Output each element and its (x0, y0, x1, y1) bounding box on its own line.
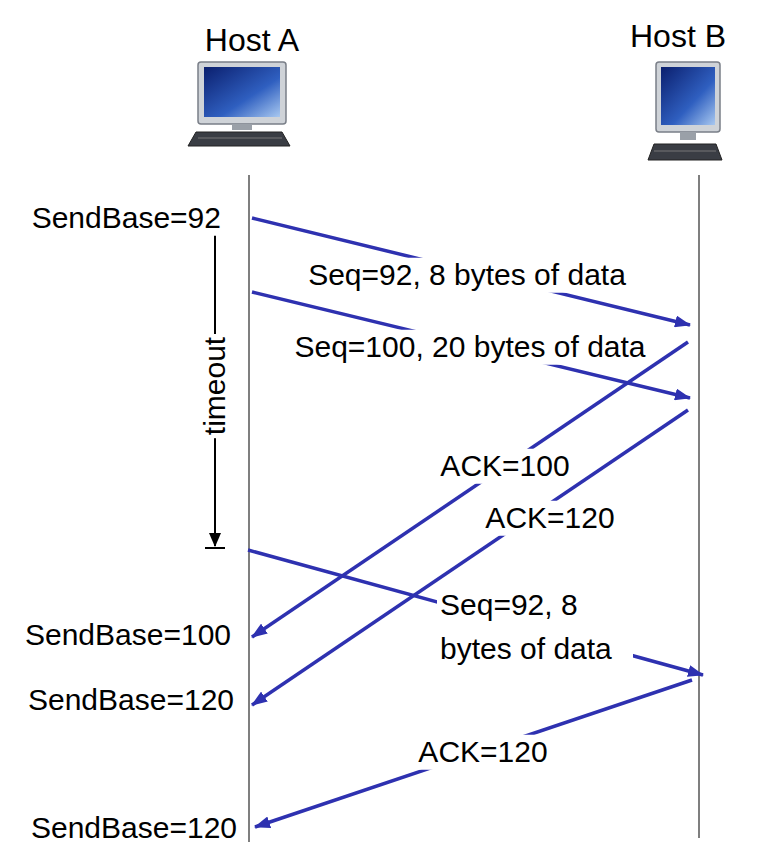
keyboard (188, 132, 290, 146)
host-label: Host B (628, 18, 728, 55)
message-label: Seq=100, 20 bytes of data (291, 330, 648, 365)
keyboard-keys (654, 151, 716, 152)
computer-icon (648, 62, 722, 160)
segment-arrow (248, 550, 703, 675)
keyboard-keys (198, 138, 282, 139)
computer-icon (188, 62, 290, 146)
host-label: Host A (203, 22, 301, 59)
timeline (248, 175, 250, 842)
monitor-screen (661, 67, 715, 125)
keyboard (648, 144, 722, 160)
message-label: Seq=92, 8 bytes of data (305, 258, 629, 293)
timeout-bracket (214, 438, 216, 546)
message-label: ACK=100 (437, 449, 572, 484)
message-label: SendBase=92 (29, 201, 224, 236)
timeout-bracket (214, 230, 216, 334)
monitor-stand (680, 132, 696, 140)
timeout-bracket (205, 547, 225, 549)
timeout-label: timeout (198, 334, 233, 438)
message-label: SendBase=120 (28, 811, 240, 846)
segment-arrow (252, 292, 690, 398)
monitor-frame (198, 62, 286, 124)
monitor-stand (232, 124, 252, 130)
host-name: Host B (628, 18, 728, 55)
message-label: SendBase=120 (25, 683, 237, 718)
message-label: Seq=92, 8 bytes of data (437, 583, 633, 671)
monitor-frame (656, 62, 720, 132)
message-label: ACK=120 (482, 501, 617, 536)
monitor-screen (204, 67, 280, 117)
ack-arrow (252, 410, 688, 705)
message-label: ACK=120 (415, 735, 550, 770)
timeline (698, 175, 700, 838)
host-name: Host A (203, 22, 301, 59)
message-label: SendBase=100 (22, 618, 234, 653)
ack-arrow (255, 680, 692, 827)
